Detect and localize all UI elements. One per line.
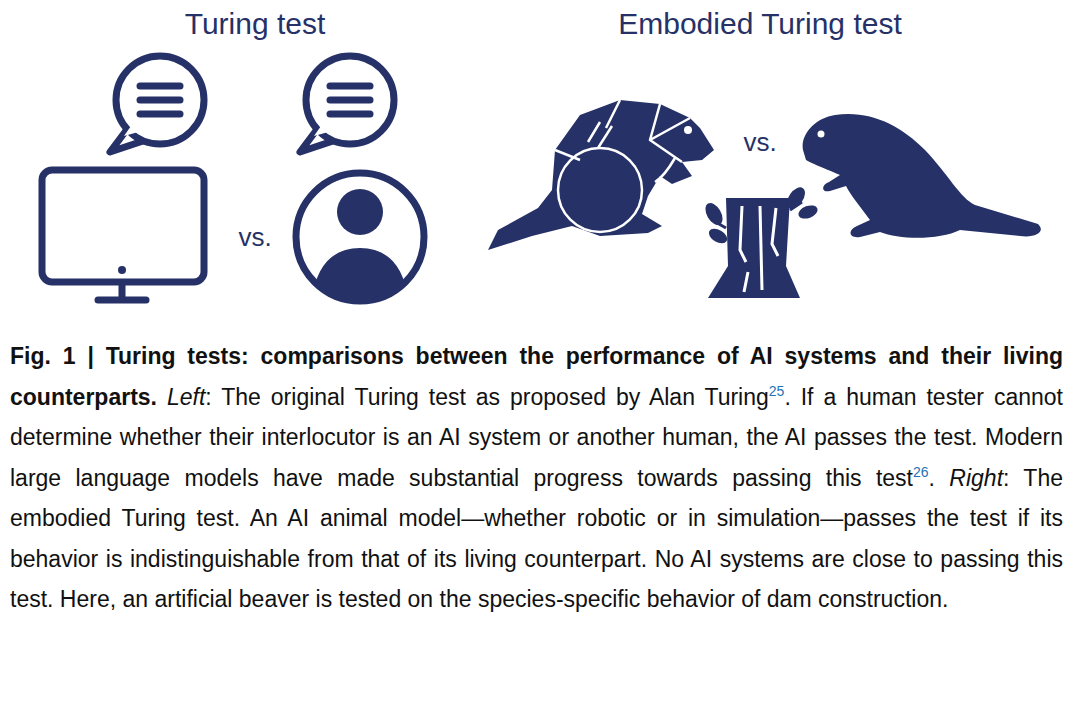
versus-label: vs. (238, 222, 271, 253)
caption-run: . (929, 465, 950, 491)
robot-beaver (488, 100, 714, 250)
tree-stump (702, 184, 820, 298)
figure-caption: Fig. 1 | Turing tests: comparisons betwe… (10, 336, 1063, 620)
computer-monitor (42, 170, 204, 300)
speech-bubble (300, 56, 394, 152)
person-figure (312, 189, 408, 310)
caption-run: Left (167, 384, 205, 410)
monitor-dot (118, 266, 126, 274)
caption-run (157, 384, 167, 410)
speech-bubble (110, 56, 204, 152)
caption-run: 26 (913, 464, 929, 480)
versus-label: vs. (743, 127, 776, 158)
caption-run: 25 (769, 383, 785, 399)
caption-run: Right (949, 465, 1003, 491)
panel-title: Turing test (185, 7, 326, 41)
caption-run: : The original Turing test as proposed b… (205, 384, 768, 410)
beaver-silhouette (803, 114, 1041, 238)
panel-title: Embodied Turing test (618, 7, 902, 41)
